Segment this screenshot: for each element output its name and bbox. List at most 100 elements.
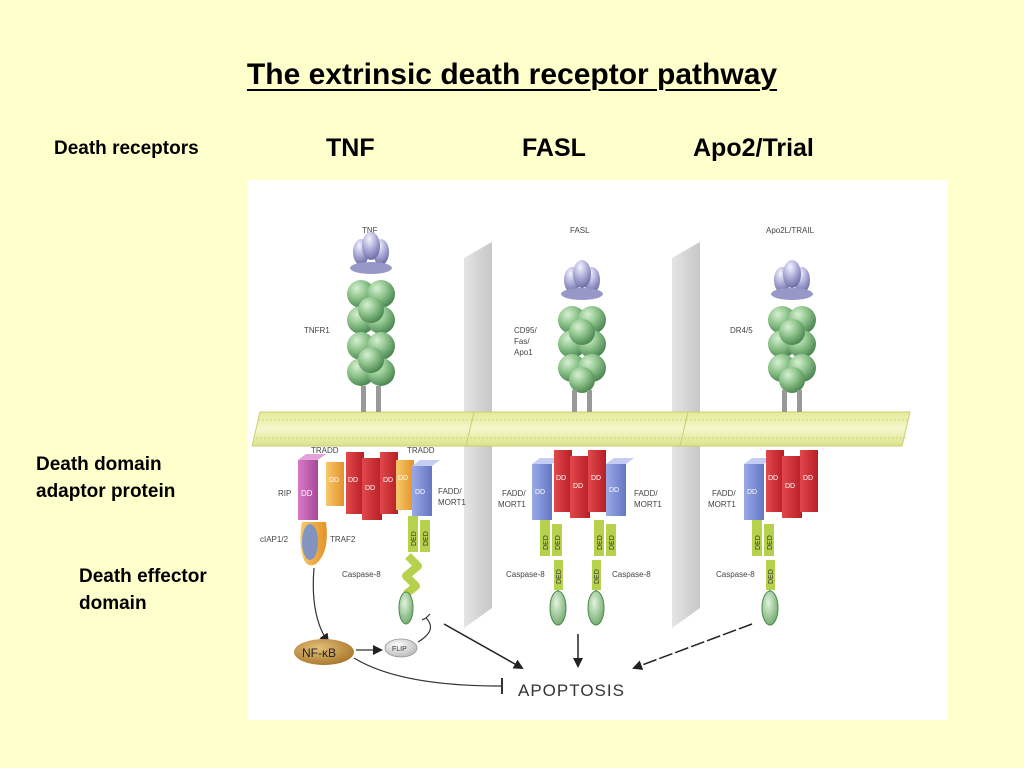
- caspase8-label-tnf: Caspase-8: [342, 570, 381, 579]
- ciap-label: cIAP1/2: [260, 535, 289, 544]
- svg-text:DD: DD: [768, 475, 778, 482]
- svg-text:DD: DD: [329, 477, 339, 484]
- death-receptors-label: Death receptors: [54, 138, 199, 159]
- svg-text:DED: DED: [411, 531, 418, 546]
- caspase8-label-trail: Caspase-8: [716, 570, 755, 579]
- ciap-traf2-shape: [300, 522, 327, 566]
- svg-text:DD: DD: [365, 485, 375, 492]
- receptor-dd-cluster-fas: DD DD DD: [554, 450, 606, 518]
- svg-text:DD: DD: [415, 489, 425, 496]
- svg-text:FLIP: FLIP: [392, 646, 407, 653]
- tradd-dd-left: DD: [326, 462, 344, 506]
- rip-label: RIP: [278, 489, 291, 498]
- svg-text:DD: DD: [535, 489, 545, 496]
- ciap-to-nfkb-line: [312, 567, 330, 644]
- fadd-label-fas-left-line1: FADD/: [502, 489, 526, 498]
- receptor-tnfr1: [347, 280, 395, 412]
- ligand-label-tnf: TNF: [362, 226, 378, 235]
- ded-pair-fas-left: DED DED: [540, 520, 562, 556]
- svg-text:DD: DD: [785, 483, 795, 490]
- svg-text:DED: DED: [609, 535, 616, 550]
- fadd-dd-tnf: DD: [412, 460, 440, 516]
- svg-text:DED: DED: [755, 535, 762, 550]
- adaptor-protein-label: Death domain adaptor protein: [36, 451, 175, 505]
- svg-text:DED: DED: [543, 535, 550, 550]
- ded-pair-tnf: DED DED: [408, 516, 430, 552]
- receptor-label-dr: DR4/5: [730, 326, 753, 335]
- nfkb-node: NF-κB: [294, 639, 354, 665]
- caspase8-label-fas-right: Caspase-8: [612, 570, 651, 579]
- effector-domain-label: Death effector domain: [79, 563, 207, 617]
- ded-zigzag-tnf: [402, 553, 422, 598]
- arrow-trail-to-apoptosis: [632, 623, 753, 670]
- ded-pair-trail: DED DED: [752, 520, 774, 556]
- flip-inhibits-caspase8: [417, 613, 432, 643]
- fadd-label-trail-line2: MORT1: [708, 500, 736, 509]
- svg-text:DD: DD: [573, 483, 583, 490]
- svg-text:DD: DD: [556, 475, 566, 482]
- slide-title: The extrinsic death receptor pathway: [246, 58, 778, 91]
- svg-text:DD: DD: [747, 489, 757, 496]
- ligand-trimer-fasl: [561, 260, 603, 300]
- svg-text:DD: DD: [591, 475, 601, 482]
- nfkb-inhibits-apoptosis: [353, 657, 501, 687]
- receptor-dd-cluster-trail: DD DD DD: [766, 450, 818, 518]
- fadd-label-fas-right-line1: FADD/: [634, 489, 658, 498]
- ligand-trimer-trail: [771, 260, 813, 300]
- ligand-label-trail: Apo2L/TRAIL: [766, 226, 815, 235]
- effector-label-line2: domain: [79, 593, 147, 614]
- fadd-label-tnf-line2: MORT1: [438, 498, 466, 507]
- adaptor-label-line1: Death domain: [36, 454, 162, 475]
- membrane-middle: [465, 411, 693, 447]
- flip-node: FLIP: [384, 638, 418, 658]
- effector-label-line1: Death effector: [79, 566, 207, 587]
- fadd-label-fas-right-line2: MORT1: [634, 500, 662, 509]
- svg-text:DED: DED: [597, 535, 604, 550]
- tradd-dd-right: DD: [396, 460, 414, 510]
- apoptosis-label: APOPTOSIS: [518, 681, 625, 700]
- rip-adaptor: DD: [298, 454, 326, 520]
- ded-column-fas-right: DED: [592, 560, 601, 590]
- fadd-label-fas-left-line2: MORT1: [498, 500, 526, 509]
- svg-text:DED: DED: [556, 569, 563, 584]
- tradd-label-left: TRADD: [311, 446, 339, 455]
- caspase8-oval-fas-left: [549, 590, 567, 626]
- caspase8-oval-trail: [761, 590, 779, 626]
- svg-text:DED: DED: [767, 535, 774, 550]
- svg-text:CD95/: CD95/: [514, 326, 537, 335]
- svg-text:DD: DD: [803, 475, 813, 482]
- svg-text:DED: DED: [594, 569, 601, 584]
- column-heading-apo2-trail: Apo2/Trial: [693, 134, 814, 162]
- fadd-dd-fas-left: DD: [532, 458, 560, 520]
- receptor-label-tnfr1: TNFR1: [304, 326, 330, 335]
- svg-text:Apo1: Apo1: [514, 348, 533, 357]
- svg-text:DD: DD: [398, 475, 408, 482]
- column-heading-tnf: TNF: [326, 134, 375, 162]
- caspase8-oval-fas-right: [587, 590, 605, 626]
- column-heading-fasl: FASL: [522, 134, 586, 162]
- svg-text:DD: DD: [348, 477, 358, 484]
- adaptor-label-line2: adaptor protein: [36, 481, 176, 502]
- ligand-label-fasl: FASL: [570, 226, 590, 235]
- svg-text:DD: DD: [301, 489, 313, 498]
- tradd-label-right: TRADD: [407, 446, 435, 455]
- fadd-label-trail-line1: FADD/: [712, 489, 736, 498]
- caspase8-label-fas-left: Caspase-8: [506, 570, 545, 579]
- ded-column-fas-left: DED: [554, 560, 563, 590]
- svg-text:DD: DD: [609, 487, 619, 494]
- svg-text:NF-κB: NF-κB: [302, 646, 336, 660]
- receptor-fas: [558, 306, 606, 412]
- membrane-right: [679, 411, 911, 447]
- ligand-trimer-tnf: [350, 232, 392, 274]
- caspase8-oval-tnf: [398, 591, 414, 625]
- traf2-label: TRAF2: [330, 535, 356, 544]
- svg-text:DD: DD: [383, 477, 393, 484]
- svg-text:Fas/: Fas/: [514, 337, 530, 346]
- receptor-dd-cluster-tnf: DD DD DD: [346, 452, 398, 520]
- receptor-dr: [768, 306, 816, 412]
- receptor-label-fas: CD95/ Fas/ Apo1: [514, 326, 537, 357]
- ded-pair-fas-right: DED DED: [594, 520, 616, 556]
- fadd-dd-fas-right: DD: [606, 458, 634, 516]
- fadd-label-tnf-line1: FADD/: [438, 487, 462, 496]
- svg-text:DED: DED: [768, 569, 775, 584]
